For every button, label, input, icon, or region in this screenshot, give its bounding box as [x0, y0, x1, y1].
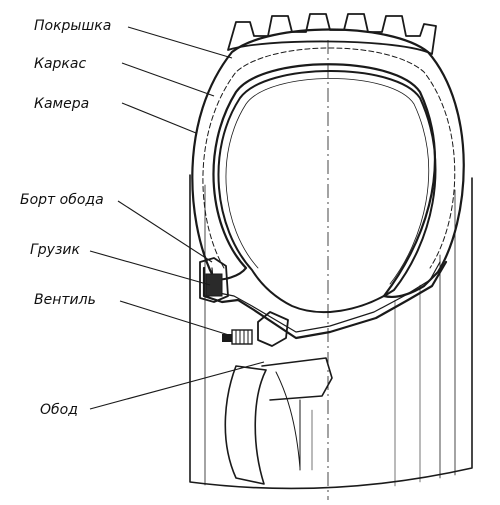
inner-tube: [217, 70, 437, 314]
label-valve: Вентиль: [34, 292, 96, 308]
carcass-ply: [202, 47, 456, 269]
label-carcass: Каркас: [34, 56, 86, 72]
label-rim-flange: Борт обода: [20, 192, 104, 208]
label-bead-weight: Грузик: [30, 242, 81, 258]
valve: [222, 311, 289, 347]
leader-lines: [89, 26, 265, 410]
wheel-body: [189, 174, 473, 490]
leader-tube: [121, 102, 197, 134]
leader-tire: [127, 26, 233, 59]
label-tire: Покрышка: [34, 18, 111, 34]
leader-valve: [119, 300, 233, 337]
leader-carcass: [121, 62, 215, 97]
leader-rim: [89, 361, 265, 410]
hub-detail: [224, 357, 333, 485]
label-rim: Обод: [40, 402, 78, 418]
rim-flange: [199, 257, 229, 303]
bead-weight: [205, 273, 223, 297]
leader-bead-weight: [89, 250, 211, 286]
rim-profile: [202, 260, 448, 340]
tire-tread: [227, 13, 437, 55]
label-tube: Камера: [34, 96, 89, 112]
leader-rim-flange: [117, 200, 213, 263]
